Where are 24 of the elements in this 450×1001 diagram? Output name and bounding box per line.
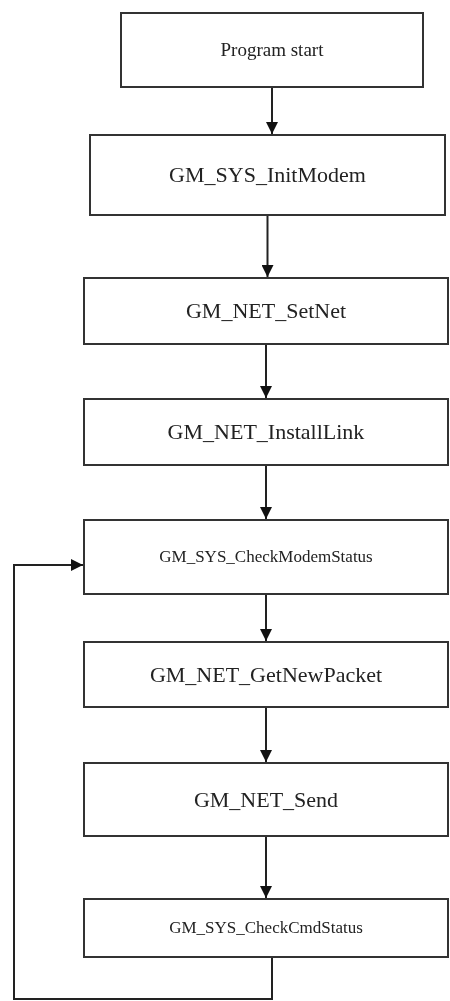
arrow — [260, 344, 272, 399]
arrow — [261, 215, 274, 278]
process-label: GM_SYS_CheckModemStatus — [159, 547, 373, 567]
arrow — [260, 707, 272, 763]
process-label: GM_NET_SetNet — [185, 298, 347, 324]
arrow — [260, 594, 272, 642]
process-label: GM_NET_Send — [193, 786, 339, 813]
process-box — [83, 898, 449, 958]
process-box — [120, 12, 424, 88]
process-label: GM_NET_InstallLink — [167, 419, 365, 445]
arrow — [266, 87, 278, 135]
process-box — [83, 519, 449, 595]
process-label: Program start — [220, 39, 324, 61]
process-box — [83, 277, 449, 345]
process-box — [83, 398, 449, 466]
process-box — [89, 134, 446, 216]
process-box — [83, 641, 449, 708]
arrow — [13, 559, 273, 1000]
arrow — [260, 836, 272, 899]
process-label: GM_SYS_InitModem — [169, 162, 366, 188]
process-label: GM_NET_GetNewPacket — [149, 661, 383, 688]
arrow — [260, 465, 272, 520]
process-box — [83, 762, 449, 837]
process-label: GM_SYS_CheckCmdStatus — [169, 918, 363, 938]
